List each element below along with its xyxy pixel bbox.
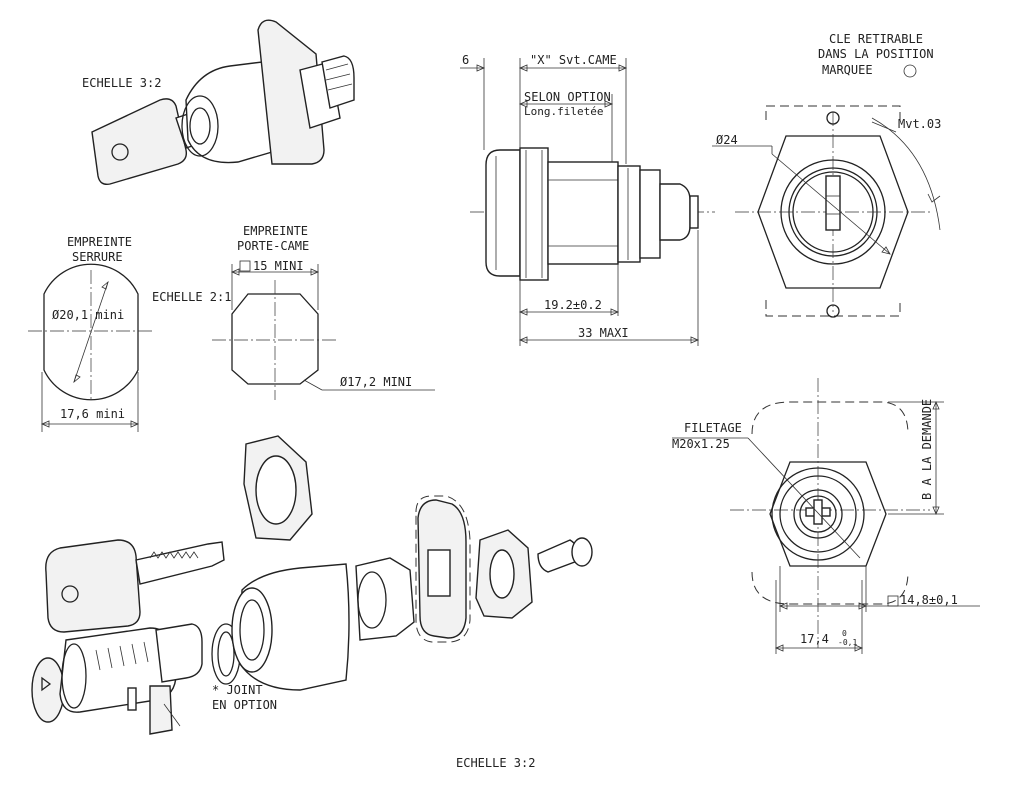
- scale-label-2-1: ECHELLE 2:1: [152, 290, 231, 304]
- dim-square-15: 15 MINI: [253, 259, 304, 273]
- label-selon-option: SELON OPTION: [524, 90, 611, 104]
- empreinte-porte-came-title-1: EMPREINTE: [243, 224, 308, 238]
- dim-33-maxi: 33 MAXI: [578, 326, 629, 340]
- empreinte-serrure-title-2: SERRURE: [72, 250, 123, 264]
- empreinte-serrure-title-1: EMPREINTE: [67, 235, 132, 249]
- dim-x-came: "X" Svt.CAME: [530, 53, 617, 67]
- note-cle-retirable-3: MARQUEE: [822, 63, 873, 77]
- scale-label-bottom: ECHELLE 3:2: [456, 756, 535, 770]
- dim-diameter-24: Ø24: [716, 133, 738, 147]
- exploded-view: [31, 435, 593, 735]
- note-cle-retirable-2: DANS LA POSITION: [818, 47, 934, 61]
- dim-diameter-20-1: Ø20,1 mini: [52, 308, 124, 322]
- dim-17-4: 17,4: [800, 632, 829, 646]
- note-joint-1: * JOINT: [212, 683, 263, 697]
- dim-17-4-tol-upper: 0: [842, 629, 847, 638]
- front-view-lock: [712, 64, 941, 318]
- dim-19-2: 19.2±0.2: [544, 298, 602, 312]
- note-cle-retirable-1: CLE RETIRABLE: [829, 32, 923, 46]
- empreinte-serrure-view: [28, 263, 152, 432]
- dim-mvt: Mvt.03: [898, 117, 941, 131]
- label-long-filetee: Long.filetée: [524, 105, 603, 118]
- side-view-lock: [460, 58, 715, 346]
- rear-view-lock: [672, 378, 980, 654]
- dim-diameter-17-2: Ø17,2 MINI: [340, 375, 412, 389]
- empreinte-porte-came-view: [212, 260, 435, 400]
- note-a-la-demande: B A LA DEMANDE: [920, 399, 934, 500]
- dim-width-17-6: 17,6 mini: [60, 407, 125, 421]
- dim-14-8: 14,8±0,1: [900, 593, 958, 607]
- note-joint-2: EN OPTION: [212, 698, 277, 712]
- note-filetage-2: M20x1.25: [672, 437, 730, 451]
- dim-six: 6: [462, 53, 469, 67]
- isometric-lock-assembled: [91, 19, 355, 186]
- scale-label-top: ECHELLE 3:2: [82, 76, 161, 90]
- note-filetage-1: FILETAGE: [684, 421, 742, 435]
- dim-17-4-tol-lower: -0,1: [838, 638, 857, 647]
- empreinte-porte-came-title-2: PORTE-CAME: [237, 239, 309, 253]
